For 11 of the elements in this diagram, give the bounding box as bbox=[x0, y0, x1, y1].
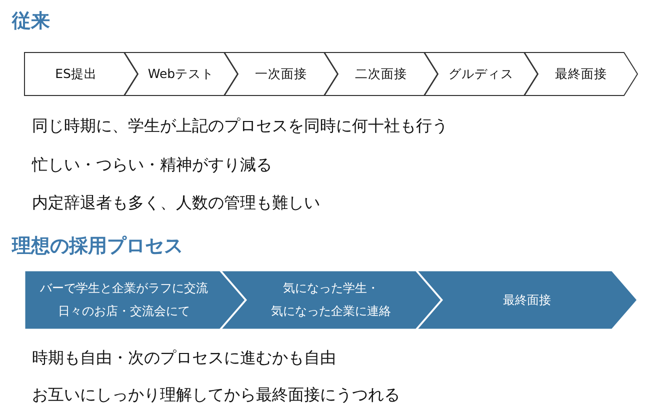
bullet-text: 時期も自由・次のプロセスに進むかも自由 bbox=[32, 348, 336, 369]
bullet-text: 忙しい・つらい・精神がすり減る bbox=[32, 155, 272, 176]
bullet-text: お互いにしっかり理解してから最終面接にうつれる bbox=[32, 385, 400, 406]
bullet-text: 内定辞退者も多く、人数の管理も難しい bbox=[32, 193, 320, 214]
process-step: ES提出 bbox=[24, 52, 138, 96]
process-step: バーで学生と企業がラフに交流 日々のお店・交流会にて bbox=[24, 270, 246, 330]
process-step: 最終面接 bbox=[416, 270, 638, 330]
section-heading: 理想の採用プロセス bbox=[12, 234, 183, 259]
process-step: 最終面接 bbox=[524, 52, 638, 96]
section-heading: 従来 bbox=[12, 9, 50, 34]
bullet-text: 同じ時期に、学生が上記のプロセスを同時に何十社も行う bbox=[32, 116, 448, 137]
